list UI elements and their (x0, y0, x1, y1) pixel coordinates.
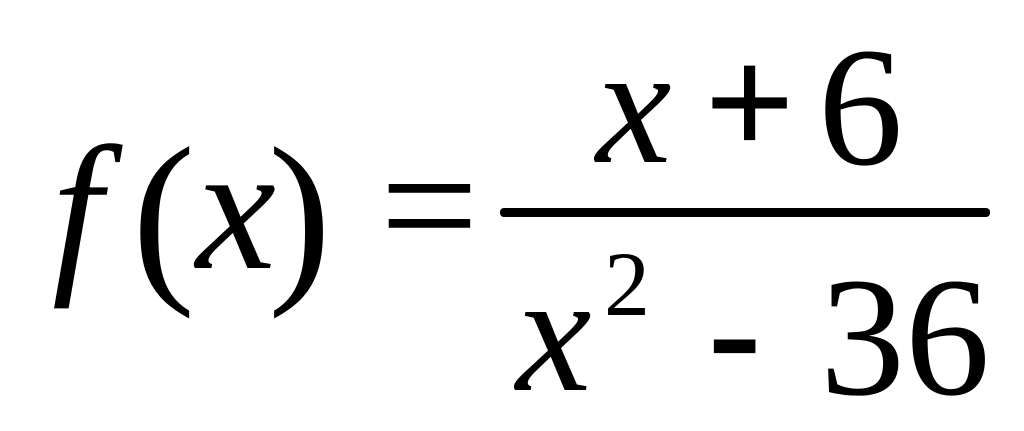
fraction-bar (500, 208, 990, 217)
denominator-operator: - (708, 241, 762, 419)
function-name: f (52, 110, 103, 309)
numerator-constant: 6 (818, 13, 903, 201)
formula: f ( x ) = x + 6 x 2 - 36 (52, 11, 990, 422)
numerator-operator: + (704, 13, 796, 191)
open-paren: ( (132, 110, 196, 320)
denominator-variable: x (516, 239, 592, 427)
close-paren: ) (268, 110, 332, 320)
denominator-exponent: 2 (604, 233, 650, 335)
denominator-constant: 36 (820, 243, 990, 431)
function-argument: x (196, 108, 276, 307)
numerator-variable: x (596, 11, 672, 199)
equals-sign: = (380, 108, 479, 302)
